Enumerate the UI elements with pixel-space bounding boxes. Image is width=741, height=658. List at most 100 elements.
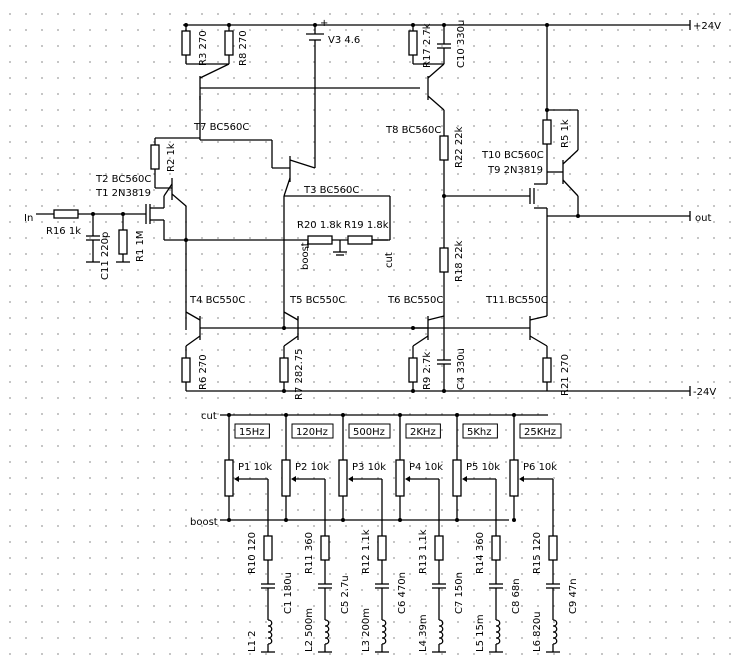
- band-frequency-box: [519, 423, 562, 439]
- band-frequency-box: [462, 423, 498, 439]
- R18-resistor: [439, 247, 449, 273]
- positive-rail: +24V: [183, 20, 721, 32]
- band-inductor: [381, 619, 387, 645]
- band-inductor-label: L2 500m: [304, 608, 315, 652]
- band-pot[interactable]: [281, 459, 291, 497]
- input-label: In: [24, 213, 33, 224]
- band-inductor: [495, 619, 501, 645]
- T6-label: T6 BC550C: [387, 295, 443, 306]
- output-stage: R5 1k T10 BC560C T9 2N3819 out: [481, 25, 711, 316]
- band-resistor-label: R13 1.1k: [418, 529, 429, 574]
- boost-node-label: boost: [300, 242, 311, 270]
- R6-label: R6 270: [198, 354, 209, 390]
- band-capacitor-label: C7 150n: [454, 572, 465, 614]
- R17-resistor: [408, 30, 418, 56]
- band-resistor-label: R10 120: [247, 532, 258, 574]
- band-capacitor-label: C6 470n: [397, 572, 408, 614]
- svg-text:+: +: [320, 18, 328, 29]
- input-section: In R16 1k C11 220p R1 1M T1 2N3819 T2 BC…: [24, 137, 390, 330]
- band-frequency-box: [234, 423, 270, 439]
- band-frequency-label: 25KHz: [524, 427, 556, 438]
- negative-rail-label: -24V: [693, 387, 716, 398]
- R6-resistor: [181, 357, 191, 383]
- band-inductor-label: L4 39m: [418, 614, 429, 652]
- R11-resistor: [118, 229, 128, 255]
- R20-resistor: [307, 235, 333, 245]
- T7-label: T7 BC560C: [193, 122, 249, 133]
- negative-rail: -24V: [186, 386, 716, 398]
- R9-resistor: [408, 357, 418, 383]
- band-frequency-label: 120Hz: [296, 427, 328, 438]
- R7-label: R7 282.75: [294, 349, 305, 400]
- R17-label: R17 2.7k: [422, 23, 433, 68]
- band-frequency-box: [291, 423, 334, 439]
- band-resistor-label: R12 1.1k: [361, 529, 372, 574]
- R21-resistor: [542, 357, 552, 383]
- R9-label: R9 2.7k: [422, 352, 433, 390]
- T2-label: T2 BC560C: [95, 174, 151, 185]
- band-pot-label: P5 10k: [466, 462, 500, 473]
- current-sinks: T4 BC550C R6 270 T5 BC550C R7 282.75 T6 …: [181, 295, 571, 400]
- cut-node-label: cut: [384, 252, 395, 268]
- R5-resistor: [542, 119, 552, 145]
- T3-label: T3 BC560C: [303, 185, 359, 196]
- R20-label: R20 1.8k: [297, 220, 342, 231]
- R16-resistor: [53, 209, 79, 219]
- band-frequency-label: 500Hz: [353, 427, 385, 438]
- R2-label: R2 1k: [166, 143, 177, 172]
- band-pot[interactable]: [395, 459, 405, 497]
- band-pot[interactable]: [452, 459, 462, 497]
- band-resistor-label: R14 360: [475, 532, 486, 574]
- band-resistor: [320, 535, 330, 561]
- boost-bus-label: boost: [190, 517, 218, 528]
- band-capacitor-label: C8 68n: [511, 578, 522, 614]
- R19-label: R19 1.8k: [344, 220, 389, 231]
- T7-stage: R3 270 R8 270 T7 BC560C: [181, 25, 420, 138]
- band-resistor: [377, 535, 387, 561]
- R3-resistor: [181, 30, 191, 56]
- C10-label: C10 330u: [456, 20, 467, 68]
- R2-resistor: [150, 144, 160, 170]
- cut-bus-label: cut: [201, 411, 217, 422]
- R21-label: R21 270: [560, 354, 571, 396]
- band-frequency-box: [348, 423, 391, 439]
- band-resistor: [263, 535, 273, 561]
- band-pot-label: P6 10k: [523, 462, 557, 473]
- R8-resistor: [224, 30, 234, 56]
- R16-label: R16 1k: [46, 226, 81, 237]
- T9-label: T9 2N3819: [487, 165, 543, 176]
- band-inductor-label: L3 200m: [361, 608, 372, 652]
- band-resistor: [434, 535, 444, 561]
- C11-label: C11 220p: [100, 232, 111, 280]
- R19-resistor: [347, 235, 373, 245]
- band-inductor: [552, 619, 558, 645]
- band-inductor-label: L5 15m: [475, 614, 486, 652]
- band-pot[interactable]: [338, 459, 348, 497]
- band-capacitor-label: C1 180u: [283, 572, 294, 614]
- positive-rail-label: +24V: [693, 21, 721, 32]
- band-frequency-label: 5Khz: [467, 427, 492, 438]
- band-resistor-label: R15 120: [532, 532, 543, 574]
- band-inductor: [324, 619, 330, 645]
- band-pot[interactable]: [224, 459, 234, 497]
- R5-label: R5 1k: [560, 119, 571, 148]
- V3-T3-stage: + V3 4.6 T3 BC560C: [199, 18, 391, 330]
- band-frequency-label: 2KHz: [410, 427, 436, 438]
- band-pot-label: P2 10k: [295, 462, 329, 473]
- R8-label: R8 270: [238, 30, 249, 66]
- T4-label: T4 BC550C: [189, 295, 245, 306]
- R22-label: R22 22k: [454, 126, 465, 168]
- band-pot-label: P1 10k: [238, 462, 272, 473]
- band-inductor: [438, 619, 444, 645]
- band-frequency-box: [405, 423, 441, 439]
- T1-label: T1 2N3819: [95, 188, 151, 199]
- band-pot[interactable]: [509, 459, 519, 497]
- R3-label: R3 270: [198, 30, 209, 66]
- band-inductor-label: L1 2: [247, 631, 258, 652]
